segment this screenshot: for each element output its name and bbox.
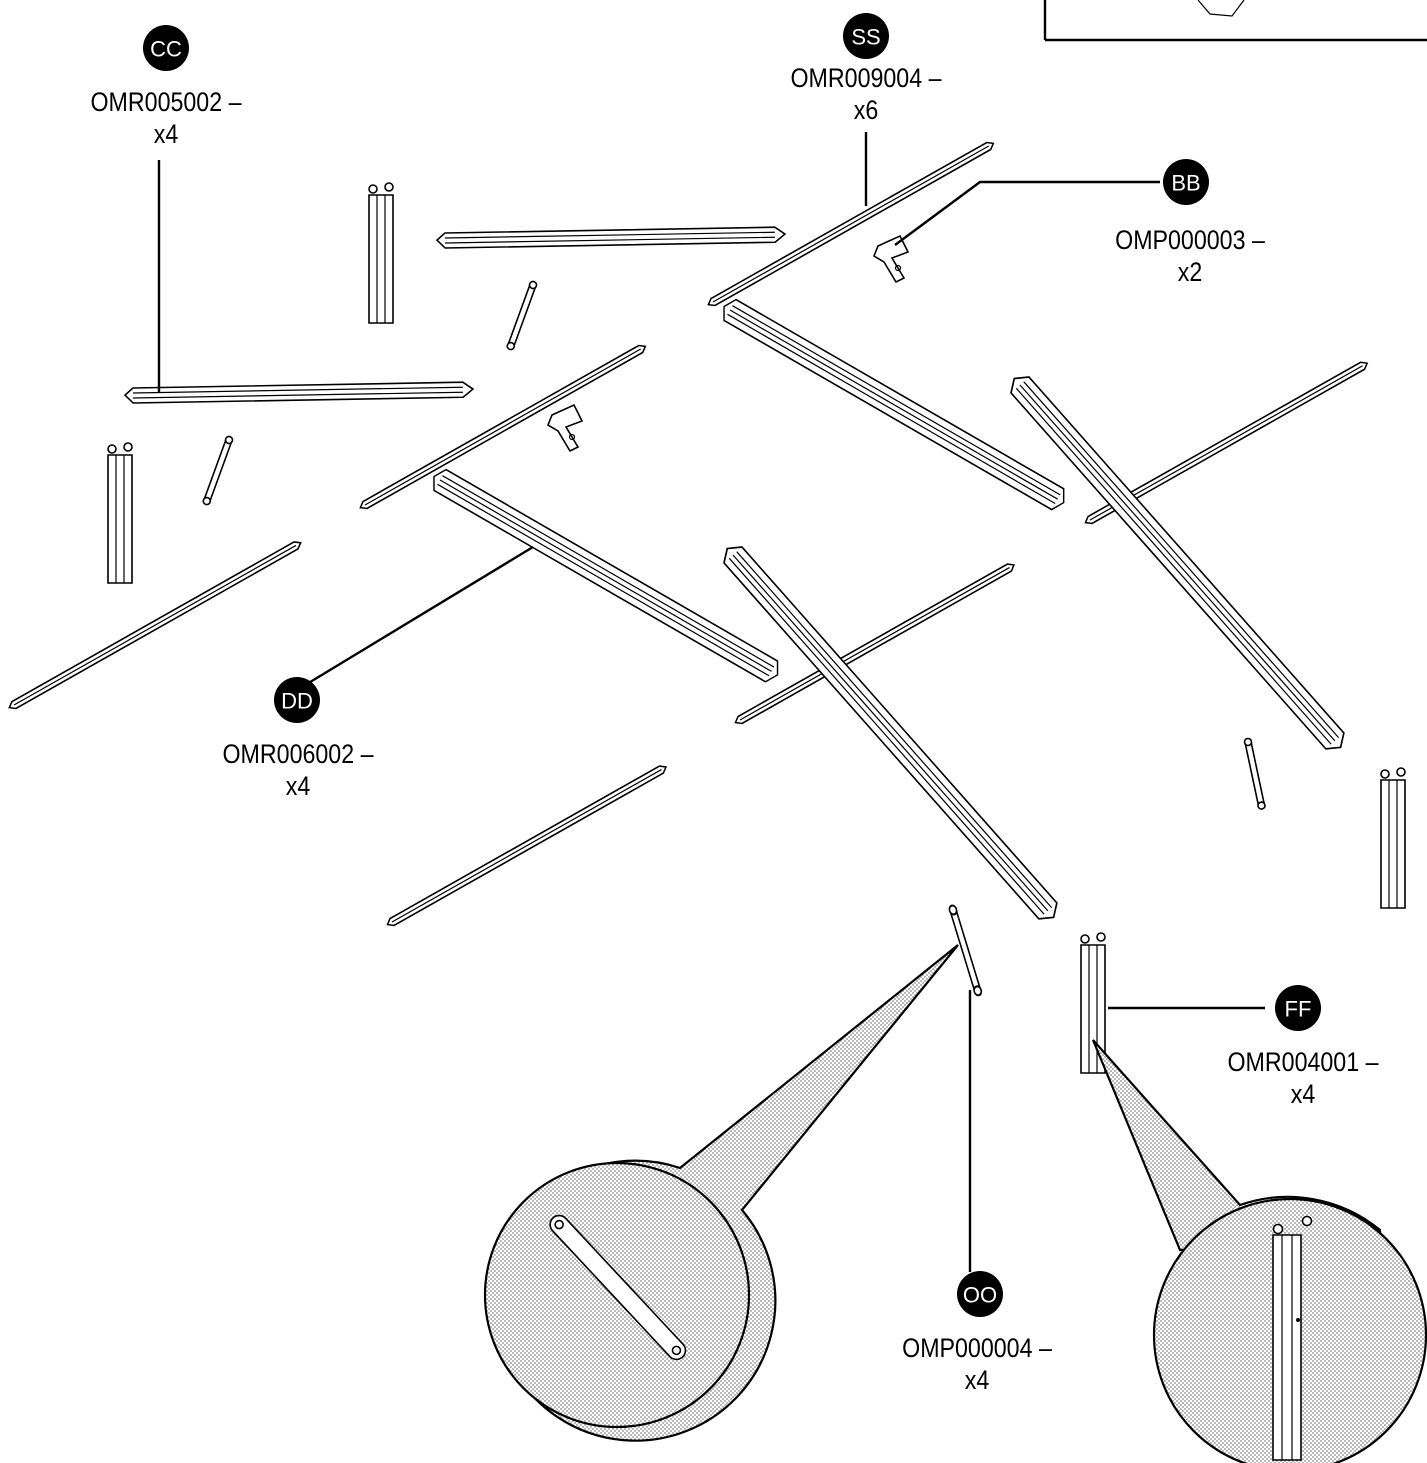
svg-text:CC: CC <box>150 37 182 62</box>
callout-badge-oo: OO <box>957 1271 1003 1317</box>
callout-label-bb: OMP000003 – x2 <box>1104 224 1276 288</box>
callout-label-cc: OMR005002 – x4 <box>80 86 252 150</box>
svg-text:OO: OO <box>963 1283 997 1308</box>
callout-badge-ff: FF <box>1275 985 1321 1031</box>
channel-part <box>717 539 1064 927</box>
callout-label-ff: OMR004001 – x4 <box>1217 1046 1389 1110</box>
callout-label-ss: OMR009004 – x6 <box>780 62 952 126</box>
svg-text:SS: SS <box>851 25 880 50</box>
svg-text:BB: BB <box>1171 171 1200 196</box>
callout-badge-bb: BB <box>1163 159 1209 205</box>
svg-text:FF: FF <box>1285 997 1312 1022</box>
rail-part <box>124 381 474 404</box>
part-quantity: x4 <box>153 119 179 149</box>
part-number: OMR009004 – <box>790 63 942 93</box>
bracket-part <box>873 235 909 283</box>
post-detail-magnifier <box>1091 1039 1427 1463</box>
part-quantity: x2 <box>1177 257 1203 287</box>
svg-text:DD: DD <box>281 689 313 714</box>
leader-line <box>296 545 534 692</box>
callout-badge-dd: DD <box>274 677 320 723</box>
callout-badge-cc: CC <box>143 25 189 71</box>
link-part <box>505 279 539 352</box>
bracket-part <box>547 404 583 452</box>
part-quantity: x4 <box>964 1365 990 1395</box>
part-number: OMR006002 – <box>222 739 374 769</box>
post-part <box>368 182 394 324</box>
part-quantity: x4 <box>285 771 311 801</box>
part-number: OMP000004 – <box>902 1333 1052 1363</box>
post-part <box>107 442 133 584</box>
strap-part <box>357 342 649 512</box>
link-part <box>1243 737 1267 811</box>
strap-part <box>705 139 997 309</box>
part-quantity: x4 <box>1290 1079 1316 1109</box>
part-number: OMR004001 – <box>1227 1047 1379 1077</box>
part-number: OMR005002 – <box>90 87 242 117</box>
part-quantity: x6 <box>853 95 879 125</box>
strap-part <box>6 538 304 712</box>
inset-frame <box>1043 0 1427 42</box>
post-part <box>1380 767 1406 909</box>
callout-badge-ss: SS <box>843 13 889 59</box>
link-part <box>201 434 235 507</box>
link-detail-magnifier <box>483 944 959 1442</box>
leader-line <box>894 180 1160 246</box>
channel-part <box>427 465 785 687</box>
strap-part <box>384 762 669 929</box>
part-number: OMP000003 – <box>1115 225 1265 255</box>
callout-label-dd: OMR006002 – x4 <box>212 738 384 802</box>
channel-part <box>717 295 1071 514</box>
rail-part <box>436 226 786 249</box>
callout-label-oo: OMP000004 – x4 <box>891 1332 1063 1396</box>
channel-part <box>1004 369 1351 757</box>
